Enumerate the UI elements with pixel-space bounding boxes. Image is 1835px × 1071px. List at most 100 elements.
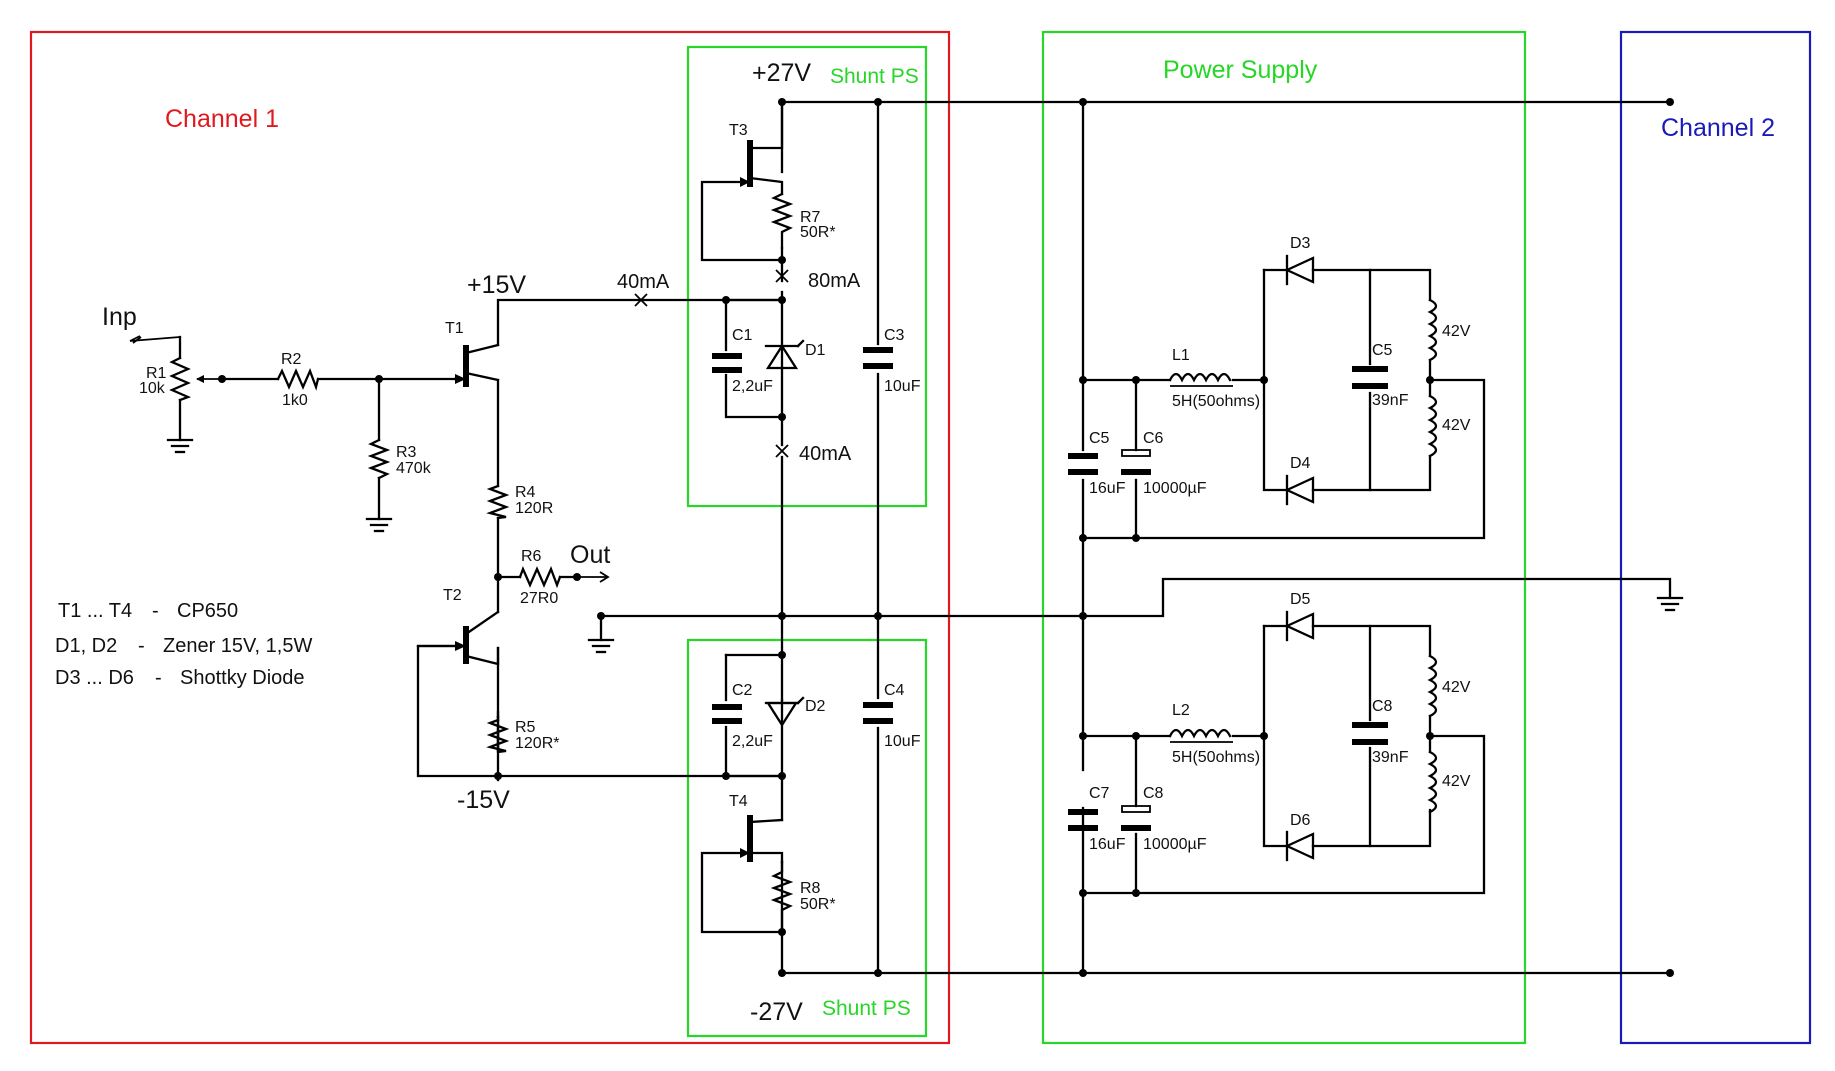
current-mark-40ma (775, 444, 789, 458)
c6-value: 10000µF (1143, 480, 1207, 497)
ground-symbol (587, 614, 615, 654)
transistor-t1 (453, 343, 500, 387)
capacitor-c1 (712, 353, 742, 373)
c1-value: 2,2uF (732, 378, 773, 395)
diode-d5 (1284, 610, 1315, 642)
note-transistors-left: T1 ... T4 (58, 600, 132, 622)
capacitor-c5-16uf (1068, 453, 1098, 475)
c2-ref: C2 (732, 682, 753, 699)
d1-ref: D1 (805, 342, 826, 359)
diode-d6 (1284, 830, 1315, 862)
l2-ref: L2 (1172, 702, 1190, 719)
input-terminal (129, 335, 181, 344)
c5a-value: 16uF (1089, 480, 1126, 497)
c5b-ref: C5 (1372, 342, 1393, 359)
r4-ref: R4 (515, 484, 536, 501)
neg15-label: -15V (457, 786, 510, 814)
transformer-winding-lower (1427, 654, 1438, 814)
c8a-ref: C8 (1143, 785, 1164, 802)
output-label: Out (570, 541, 610, 569)
power-supply-box (1041, 30, 1527, 1045)
electrolytic-c8 (1121, 805, 1151, 831)
potentiometer-r1 (169, 356, 220, 402)
resistor-r2 (276, 367, 320, 391)
r8-ref: R8 (800, 880, 821, 897)
r3-value: 470k (396, 460, 432, 477)
shunt-top-current-label: 80mA (808, 270, 861, 292)
l1-value: 5H(50ohms) (1172, 393, 1260, 410)
r3-ref: R3 (396, 444, 417, 461)
pos27-label: +27V (752, 59, 811, 87)
r5-ref: R5 (515, 719, 536, 736)
t3-ref: T3 (729, 122, 748, 139)
t1-ref: T1 (445, 320, 464, 337)
r7-value: 50R* (800, 224, 836, 241)
winding1-label: 42V (1442, 323, 1471, 340)
c2-value: 2,2uF (732, 733, 773, 750)
current-mark-80ma (775, 269, 789, 283)
c3-value: 10uF (884, 378, 921, 395)
t4-ref: T4 (729, 793, 748, 810)
c8a-value: 10000µF (1143, 836, 1207, 853)
electrolytic-c6 (1121, 449, 1151, 475)
shunt-ps-bottom-title: Shunt PS (822, 997, 911, 1020)
capacitor-c2 (712, 704, 742, 724)
resistor-r6 (518, 565, 562, 589)
r1-value: 10k (139, 380, 166, 397)
note-zeners-dash: - (138, 635, 145, 657)
c7-value: 16uF (1089, 836, 1126, 853)
diode-d3 (1284, 254, 1315, 286)
capacitor-c3 (863, 347, 893, 369)
power-supply-title: Power Supply (1163, 56, 1318, 84)
d5-ref: D5 (1290, 591, 1311, 608)
d4-ref: D4 (1290, 455, 1311, 472)
l2-value: 5H(50ohms) (1172, 749, 1260, 766)
channel1-title: Channel 1 (165, 105, 279, 133)
winding3-label: 42V (1442, 679, 1471, 696)
resistor-r5 (486, 718, 510, 754)
note-zeners-right: Zener 15V, 1,5W (163, 635, 312, 657)
transistor-t4 (740, 815, 784, 864)
winding2-label: 42V (1442, 417, 1471, 434)
c5a-ref: C5 (1089, 430, 1110, 447)
note-diodes-right: Shottky Diode (180, 667, 305, 689)
r8-value: 50R* (800, 896, 836, 913)
c7-ref: C7 (1089, 785, 1110, 802)
capacitor-c5-39nf (1352, 366, 1388, 389)
r2-value: 1k0 (282, 392, 308, 409)
resistor-r7 (770, 192, 794, 250)
r6-value: 27R0 (520, 590, 558, 607)
c1-ref: C1 (732, 327, 753, 344)
winding4-label: 42V (1442, 773, 1471, 790)
shunt-ps-top-box (686, 45, 928, 508)
ground-symbol (1656, 596, 1684, 612)
channel2-box (1619, 30, 1812, 1045)
r2-ref: R2 (281, 351, 302, 368)
zener-d2 (764, 696, 805, 728)
junctions (218, 98, 1674, 977)
shunt-ps-bottom-box (686, 638, 928, 1038)
input-label: Inp (102, 303, 137, 331)
c4-ref: C4 (884, 682, 905, 699)
note-zeners-left: D1, D2 (55, 635, 117, 657)
r1-ref: R1 (146, 365, 167, 382)
c8b-ref: C8 (1372, 698, 1393, 715)
neg27-label: -27V (750, 998, 803, 1026)
transistor-t3 (740, 100, 784, 196)
r7-ref: R7 (800, 209, 821, 226)
capacitor-c8-39nf (1352, 722, 1388, 745)
transformer-winding-upper (1427, 298, 1438, 458)
resistor-r8 (770, 860, 794, 934)
c6-ref: C6 (1143, 430, 1164, 447)
note-transistors-right: CP650 (177, 600, 238, 622)
channel1-box (29, 30, 951, 1045)
zener-top-current-label: 40mA (799, 443, 852, 465)
c8b-value: 39nF (1372, 749, 1409, 766)
resistor-r4 (486, 484, 510, 520)
pos15-label: +15V (467, 271, 526, 299)
note-diodes-left: D3 ... D6 (55, 667, 134, 689)
shunt-ps-top-title: Shunt PS (830, 65, 919, 88)
t2-ref: T2 (443, 587, 462, 604)
d6-ref: D6 (1290, 812, 1311, 829)
